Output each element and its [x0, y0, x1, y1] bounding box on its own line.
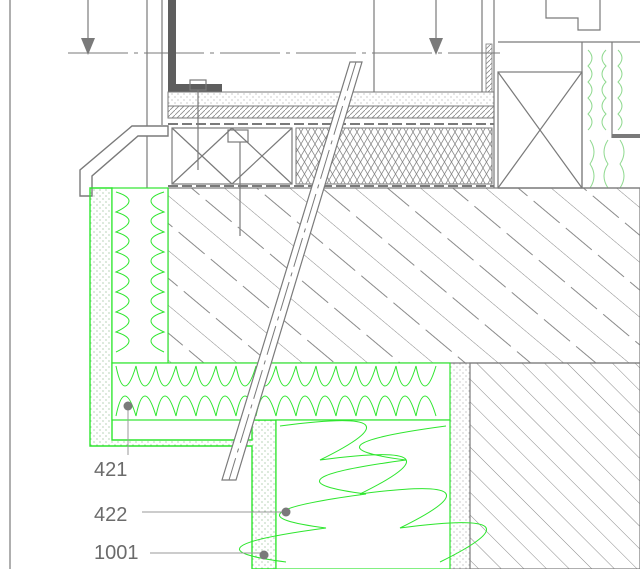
steel-angle — [168, 0, 222, 92]
break-line — [221, 61, 363, 481]
load-arrow-left — [81, 0, 95, 55]
render-strip — [449, 362, 471, 569]
insulation-squiggle-vertical — [114, 191, 166, 353]
concrete-slab — [167, 187, 640, 364]
stipple-layer-2 — [167, 105, 495, 119]
concrete-wall-lower — [469, 362, 640, 569]
leader-1001 — [150, 550, 269, 560]
fascia-flashing — [79, 125, 169, 197]
leader-422 — [142, 507, 291, 517]
bolt — [189, 79, 207, 170]
callout-label-422: 422 — [94, 504, 128, 526]
window-frame — [497, 0, 640, 189]
callout-label-421: 421 — [94, 459, 128, 481]
insulation-squiggle-lower — [238, 420, 487, 563]
callout-label-1001: 1001 — [94, 542, 139, 564]
load-arrow-right — [429, 0, 443, 55]
leader-421 — [123, 401, 133, 455]
insulation-upper-right — [587, 49, 625, 189]
screed-layer — [167, 91, 495, 107]
insulation-squiggle-horizontal — [115, 365, 437, 417]
